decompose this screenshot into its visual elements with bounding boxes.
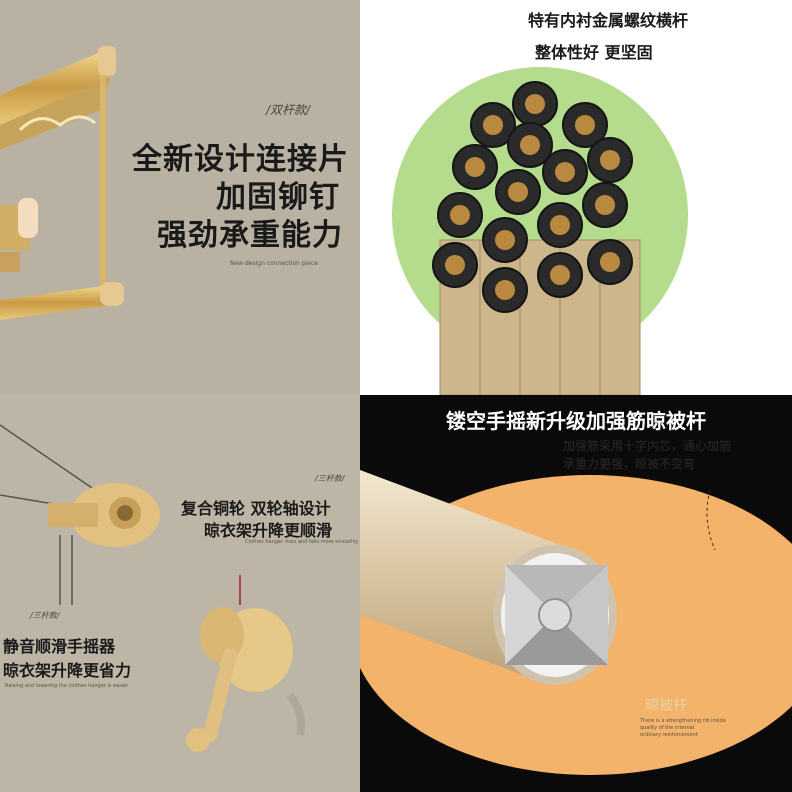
panel4-caption-1: There is a strengthening rib inside [640, 718, 726, 724]
panel4-headline: 镂空手摇新升级加强筋晾被杆 [446, 409, 706, 433]
panel3-caption-top: Clothes hanger rises and falls more smoo… [245, 539, 359, 545]
panel1-headline-2: 加固铆钉 [216, 180, 340, 215]
panel1-tag: /双杆款/ [266, 103, 311, 117]
panel4-body-2: 承重力更强，晾被不变弯 [563, 457, 696, 471]
panel3-headline-top-1: 复合铜轮 双轮轴设计 [181, 499, 331, 518]
threaded-rods-illustration [392, 67, 688, 395]
rod-ends [432, 81, 633, 313]
panel-threaded-rods: 特有内衬金属螺纹横杆 整体性好 更坚固 [360, 0, 792, 395]
panel1-headline-1: 全新设计连接片 [132, 142, 349, 177]
panel-triple-rod: /三杆款/ 复合铜轮 双轮轴设计 晾衣架升降更顺滑 Clothes hanger… [0, 395, 360, 792]
double-rod-illustration [0, 46, 124, 320]
panel2-headline-1: 特有内衬金属螺纹横杆 [528, 11, 689, 30]
quilt-rod-illustration [360, 470, 792, 775]
panel3-headline-bottom-1: 静音顺滑手摇器 [3, 637, 116, 656]
panel3-headline-bottom-2: 晾衣架升降更省力 [3, 661, 132, 680]
pulley-and-crank-illustration [0, 424, 306, 752]
panel-quilt-rod: 镂空手摇新升级加强筋晾被杆 加强筋采用十字内芯，通心加筋 承重力更强，晾被不变弯… [360, 395, 792, 792]
panel3-headline-top-2: 晾衣架升降更顺滑 [204, 521, 333, 540]
panel4-body-1: 加强筋采用十字内芯，通心加筋 [563, 439, 732, 453]
panel3-caption-bottom: Raising and lowering the clothes hanger … [5, 683, 129, 689]
panel2-headline-2: 整体性好 更坚固 [535, 43, 653, 62]
panel1-headline-3: 强劲承重能力 [157, 218, 343, 253]
panel4-label: 晾被杆 [645, 698, 687, 714]
panel1-subtitle: New design connection piece [230, 260, 318, 267]
panel4-caption-3: ordinary reinforcement [640, 732, 698, 738]
panel3-tag-top: /三杆款/ [315, 474, 345, 483]
panel4-caption-2: quality of the internal [640, 725, 695, 731]
panel3-tag-bottom: /三杆款/ [30, 611, 60, 620]
panel-double-rod: /双杆款/ 全新设计连接片 加固铆钉 强劲承重能力 New design con… [0, 0, 360, 395]
